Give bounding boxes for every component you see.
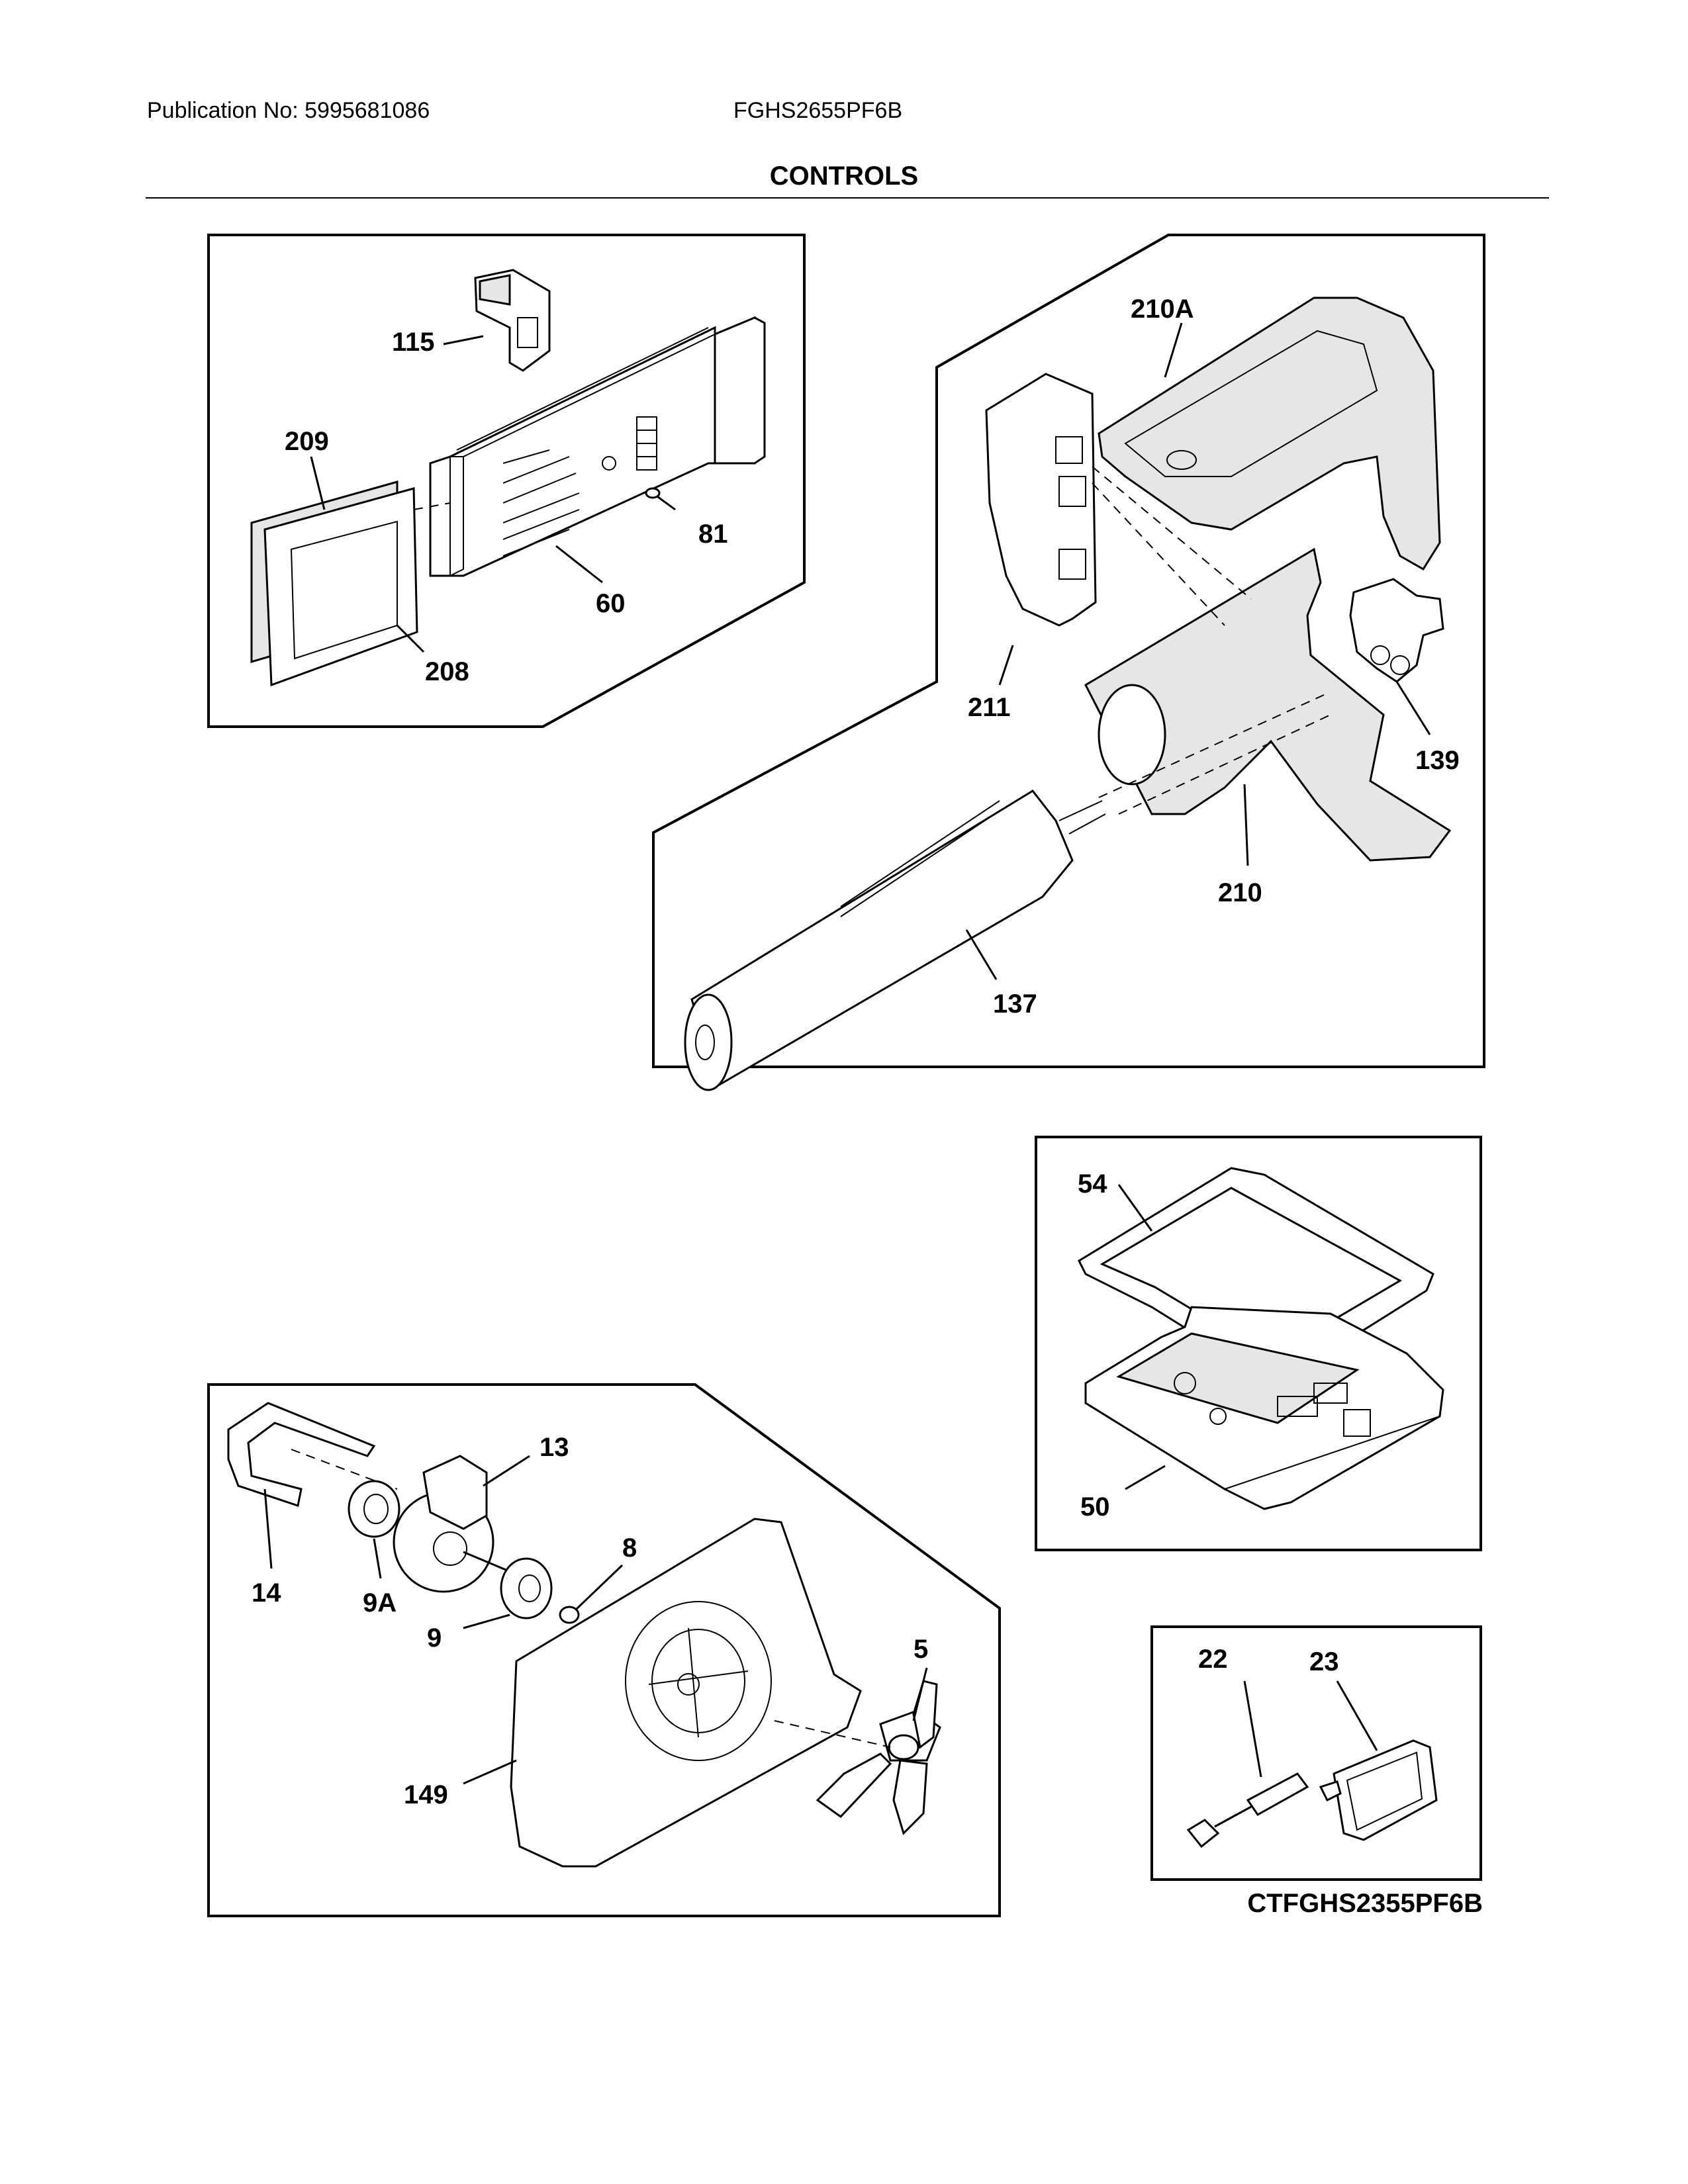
panel-fan-assembly: 13 14 9A 8 9 5 149 <box>207 1383 1001 1917</box>
assembly-line <box>1092 466 1252 600</box>
callout-50: 50 <box>1080 1492 1110 1522</box>
part-9A[interactable] <box>348 1480 400 1538</box>
part-210A[interactable] <box>1098 296 1441 571</box>
part-13[interactable] <box>393 1455 527 1593</box>
leader-209 <box>310 456 326 510</box>
leader-210 <box>1243 784 1249 866</box>
part-149[interactable] <box>510 1518 862 1868</box>
assembly-line <box>1092 482 1225 626</box>
part-8[interactable] <box>559 1606 580 1624</box>
panel-frame <box>1035 1136 1482 1551</box>
model-number: FGHS2655PF6B <box>733 98 903 123</box>
panel-frame <box>207 234 806 728</box>
part-14[interactable] <box>227 1402 376 1507</box>
leader-14 <box>263 1488 273 1569</box>
assembly-line <box>291 1449 398 1490</box>
leader-22 <box>1243 1680 1262 1778</box>
leader-139 <box>1395 681 1431 735</box>
leader-54 <box>1117 1184 1153 1232</box>
callout-210: 210 <box>1218 878 1262 907</box>
callout-137: 137 <box>993 989 1037 1019</box>
panel-frame <box>652 234 1485 1068</box>
callout-22: 22 <box>1198 1645 1228 1674</box>
title-rule <box>146 197 1549 199</box>
part-211[interactable] <box>985 373 1097 627</box>
callout-5: 5 <box>914 1635 928 1664</box>
leader-5 <box>912 1667 928 1721</box>
panel-filter-assembly: 210A 211 139 210 137 <box>652 234 1485 1091</box>
leader-13 <box>483 1455 530 1487</box>
part-22[interactable] <box>1186 1680 1309 1848</box>
callout-210A: 210A <box>1131 295 1194 324</box>
publication-number: Publication No: 5995681086 <box>147 98 430 123</box>
part-81[interactable] <box>645 487 676 511</box>
leader-211 <box>998 645 1014 686</box>
leader-149 <box>463 1759 517 1785</box>
assembly-line <box>774 1720 891 1748</box>
leader-9A <box>373 1538 382 1579</box>
leader-9 <box>463 1614 510 1629</box>
part-210[interactable] <box>1084 547 1452 862</box>
callout-60: 60 <box>596 589 626 618</box>
part-139[interactable] <box>1349 578 1444 683</box>
part-9[interactable] <box>500 1557 553 1619</box>
leader-115 <box>443 335 484 345</box>
page-title: CONTROLS <box>769 161 919 191</box>
panel-frame <box>1150 1625 1482 1881</box>
callout-9A: 9A <box>363 1588 397 1617</box>
part-23[interactable] <box>1319 1680 1438 1841</box>
leader-60 <box>555 545 603 584</box>
part-50[interactable] <box>1084 1306 1444 1510</box>
leader-8 <box>575 1564 624 1611</box>
panel-sensor: 22 23 <box>1150 1625 1482 1881</box>
leader-137 <box>965 929 998 980</box>
callout-9: 9 <box>427 1623 442 1653</box>
panel-control-board: 54 50 <box>1035 1136 1482 1551</box>
diagram-code: CTFGHS2355PF6B <box>1247 1889 1483 1918</box>
part-137[interactable] <box>684 790 1106 1091</box>
callout-115: 115 <box>392 328 435 357</box>
callout-211: 211 <box>968 693 1011 722</box>
callout-13: 13 <box>539 1433 569 1462</box>
callout-81: 81 <box>698 520 728 549</box>
leader-208 <box>396 624 425 653</box>
callout-139: 139 <box>1415 746 1460 775</box>
callout-8: 8 <box>622 1533 637 1563</box>
assembly-line <box>413 502 451 510</box>
leader-210A <box>1164 322 1183 378</box>
panel-control-housing: 115 209 81 60 208 <box>207 234 806 728</box>
callout-208: 208 <box>425 657 469 686</box>
callout-14: 14 <box>252 1578 281 1608</box>
part-60[interactable] <box>429 316 766 577</box>
callout-149: 149 <box>404 1780 448 1809</box>
callout-54: 54 <box>1078 1169 1107 1199</box>
assembly-line <box>1118 714 1331 815</box>
part-115[interactable] <box>474 269 551 372</box>
panel-frame <box>207 1383 1001 1917</box>
callout-23: 23 <box>1309 1647 1339 1676</box>
callout-209: 209 <box>285 427 329 456</box>
leader-50 <box>1125 1465 1166 1490</box>
leader-23 <box>1336 1680 1378 1751</box>
